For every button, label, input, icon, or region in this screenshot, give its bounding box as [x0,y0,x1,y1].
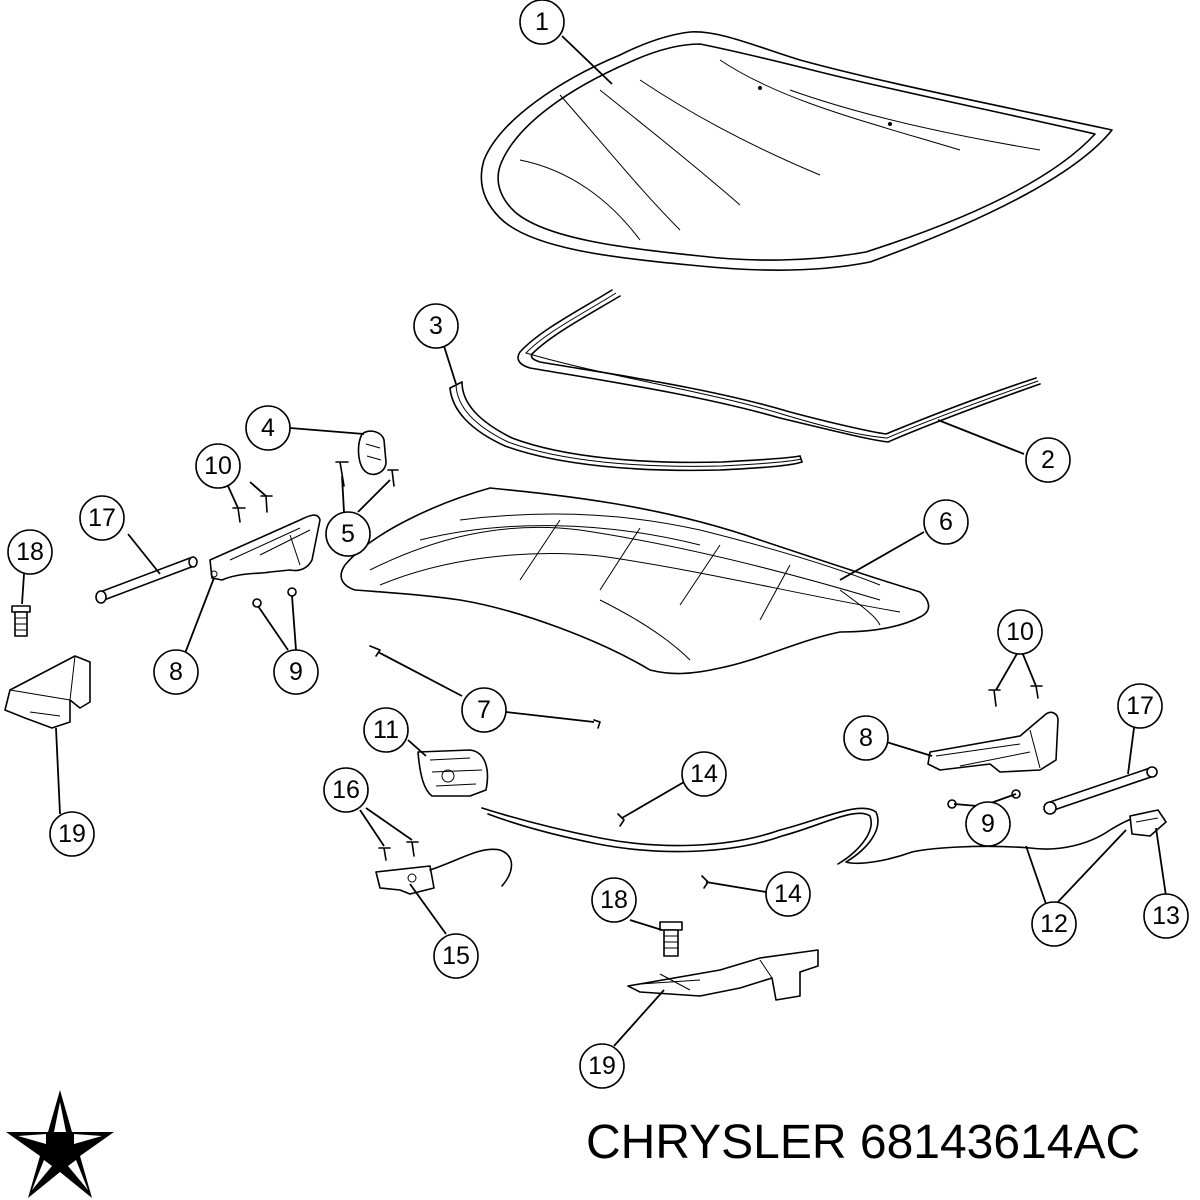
callout: 8 [153,649,199,695]
callout-label: 5 [341,520,355,548]
callout-label: 7 [477,696,491,724]
callout-label: 8 [859,724,873,752]
callout-label: 10 [204,452,232,480]
pentastar-icon [6,1090,114,1198]
callout: 18 [7,529,53,575]
bolts-16 [378,841,419,861]
callout-label: 8 [169,658,183,686]
callout: 17 [1117,683,1163,729]
callout-label: 15 [442,942,470,970]
callout-label: 19 [588,1052,616,1080]
hinge-left [209,514,321,581]
callout-label: 16 [332,776,360,804]
callout: 19 [579,1043,625,1089]
callout: 1 [519,0,565,45]
callout: 13 [1143,893,1189,939]
callout: 9 [273,649,319,695]
part-number: 68143614AC [859,1116,1141,1169]
nuts-9-left [252,587,297,608]
callout-label: 9 [981,810,995,838]
callout-label: 3 [429,312,443,340]
callout: 6 [923,499,969,545]
bracket-19-right [627,949,819,1001]
callout-label: 4 [261,414,275,442]
callout-label: 18 [600,886,628,914]
strut-left [95,556,198,604]
callout: 11 [363,707,409,753]
leader-lines [21,35,1167,1047]
release-cable [481,807,1135,865]
callout-label: 19 [58,820,86,848]
pentastar-shape [6,1090,114,1198]
callout-label: 18 [16,538,44,566]
callout: 12 [1031,901,1077,947]
brand-name: CHRYSLER [586,1116,847,1169]
hood-front-seal [449,381,803,472]
bolt-18-left [11,605,31,637]
part-caption: CHRYSLER 68143614AC [586,1115,1140,1170]
bolts-10-left [232,495,273,523]
callout: 9 [965,801,1011,847]
screws-5 [335,461,399,487]
bracket-19-left [4,655,91,729]
callout-label: 6 [939,508,953,536]
secondary-latch [375,848,513,895]
callout: 7 [461,687,507,733]
callout: 16 [323,767,369,813]
hood-bumper-part [357,430,387,476]
callout: 17 [79,495,125,541]
callout: 14 [765,871,811,917]
callout: 5 [325,511,371,557]
callout-label: 13 [1152,902,1180,930]
release-handle [1129,809,1167,837]
bolts-10-right [988,685,1043,707]
callout: 4 [245,405,291,451]
callout: 10 [997,609,1043,655]
callout-label: 2 [1041,446,1055,474]
bolt-18-right [659,921,683,957]
callout-label: 17 [1126,692,1154,720]
callout: 3 [413,303,459,349]
callout: 15 [433,933,479,979]
callout: 10 [195,443,241,489]
callout: 18 [591,877,637,923]
callout-label: 11 [373,716,399,744]
strut-right [1043,766,1158,815]
callout-label: 14 [774,880,802,908]
callout-label: 12 [1040,910,1068,938]
callout: 2 [1025,437,1071,483]
hood-latch [417,749,489,797]
callout-label: 10 [1006,618,1034,646]
callout: 14 [681,751,727,797]
hood-panel [480,31,1113,271]
callout-label: 1 [535,8,549,36]
hood-insulator [340,487,930,675]
callout-label: 17 [88,504,116,532]
callout-label: 9 [289,658,303,686]
callout: 8 [843,715,889,761]
hinge-right [927,711,1059,773]
callout-label: 14 [690,760,718,788]
hood-rear-seal [517,289,1041,443]
callout: 19 [49,811,95,857]
clips-7 [369,645,601,729]
